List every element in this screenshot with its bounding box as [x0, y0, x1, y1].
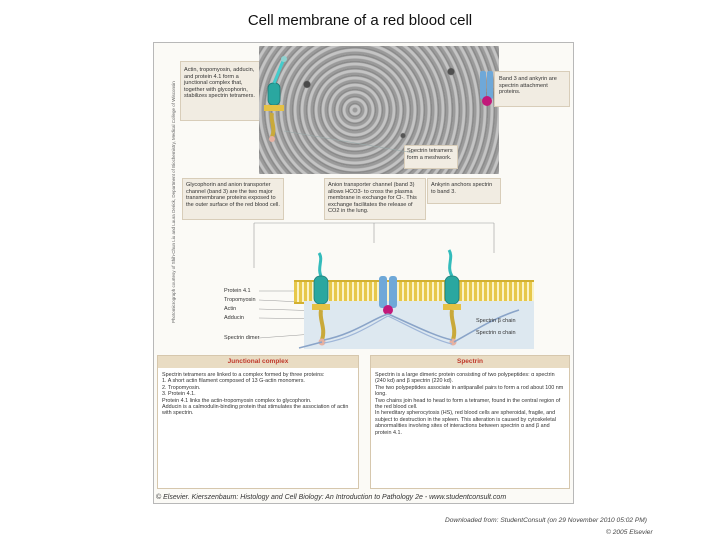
electron-micrograph	[259, 46, 499, 174]
glycophorin-callout-box	[182, 178, 284, 220]
junctional-complex-body: Spectrin tetramers are linked to a compl…	[162, 372, 354, 417]
band3-illustration	[480, 71, 493, 106]
figure-footer: © Elsevier. Kierszenbaum: Histology and …	[154, 493, 573, 503]
ankyrin-note: Ankyrin anchors spectrin to band 3.	[431, 182, 493, 195]
label-tropomyosin: Tropomyosin	[224, 297, 256, 303]
membrane-proteins-illustration	[298, 249, 520, 349]
spectrin-line: Spectrin is a large dimeric protein cons…	[375, 372, 555, 385]
junctional-line: 1. A short actin filament composed of 13…	[162, 378, 305, 385]
spectrin-title: Spectrin	[371, 356, 569, 368]
junctional-line: 3. Protein 4.1.	[162, 391, 196, 398]
label-adducin: Adducin	[224, 315, 244, 321]
junctional-callout-box	[180, 61, 262, 121]
meshwork-callout-box	[404, 145, 458, 169]
figure-panel: Photomicrograph courtesy of Shih-Chun Li…	[153, 42, 574, 504]
band3-note: Band 3 and ankyrin are spectrin attachme…	[499, 76, 557, 96]
download-note: Downloaded from: StudentConsult (on 29 N…	[445, 517, 647, 524]
junctional-complex-panel: Junctional complex Spectrin tetramers ar…	[157, 355, 359, 489]
label-spectrin-dimer: Spectrin dimer	[224, 335, 260, 341]
copyright-note: © 2005 Elsevier	[606, 529, 653, 536]
label-spectrin-alpha: Spectrin α chain	[476, 330, 516, 336]
cytosol-region	[304, 301, 534, 349]
label-spectrin-beta: Spectrin β chain	[476, 318, 516, 324]
meshwork-note: Spectrin tetramers form a meshwork.	[407, 148, 453, 161]
junctional-line: Protein 4.1 links the actin-tropomyosin …	[162, 397, 312, 404]
anion-callout-box	[324, 178, 426, 220]
junctional-complex-illustration	[264, 56, 287, 142]
band3-callout-box	[494, 71, 570, 107]
junctional-line: Adducin is a calmodulin-binding protein …	[162, 404, 349, 417]
spectrin-line: The two polypeptides associate in antipa…	[375, 384, 564, 398]
ankyrin-callout-box	[427, 178, 501, 204]
anion-note: Anion transporter channel (band 3) allow…	[328, 182, 417, 215]
glycophorin-note: Glycophorin and anion transporter channe…	[186, 182, 280, 208]
junctional-line: 2. Tropomyosin.	[162, 384, 201, 391]
label-actin: Actin	[224, 306, 237, 312]
spectrin-line: In hereditary spherocytosis (HS), red bl…	[375, 410, 556, 436]
spectrin-line: Two chains join head to head to form a t…	[375, 397, 561, 411]
junctional-line: Spectrin tetramers are linked to a compl…	[162, 372, 325, 378]
page-title: Cell membrane of a red blood cell	[247, 12, 473, 29]
junctional-note: Actin, tropomyosin, adducin, and protein…	[184, 67, 255, 100]
spectrin-body: Spectrin is a large dimeric protein cons…	[375, 372, 565, 436]
junctional-complex-title: Junctional complex	[158, 356, 358, 368]
label-protein-4-1: Protein 4.1	[224, 288, 251, 294]
spectrin-panel: Spectrin Spectrin is a large dimeric pro…	[370, 355, 570, 489]
